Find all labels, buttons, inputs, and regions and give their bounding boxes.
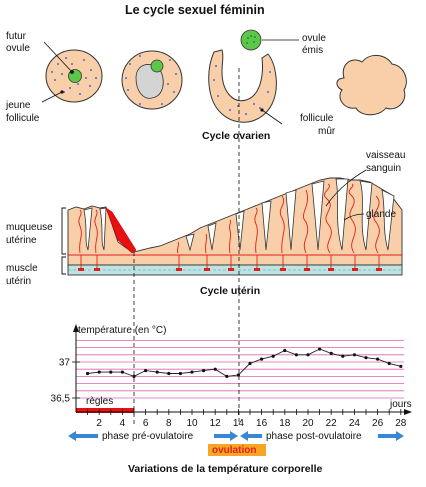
chart-y-ticks: 36,5 37 <box>51 358 80 405</box>
label-follicule-mur: follicule <box>300 113 334 124</box>
y-tick-label: 36,5 <box>51 394 71 405</box>
temperature-point <box>248 361 252 366</box>
temperature-point <box>236 373 240 377</box>
temperature-point <box>202 369 206 373</box>
temperature-point <box>213 367 217 371</box>
label-vaisseau: vaisseau <box>366 150 406 161</box>
chart-caption: Variations de la température corporelle <box>128 463 323 475</box>
x-tick-label: 12 <box>210 418 222 429</box>
temperature-point <box>144 369 148 373</box>
menstruation-shedding <box>105 207 137 254</box>
temperature-point <box>376 357 380 361</box>
x-tick-label: 16 <box>256 418 268 429</box>
chart-ylabel: température (en °C) <box>78 325 167 336</box>
temperature-point <box>178 371 182 376</box>
regles-label: règles <box>86 396 114 407</box>
emitted-ovum <box>240 29 262 51</box>
label-uterin: utérin <box>6 276 32 287</box>
temperature-point <box>109 370 113 374</box>
x-tick-label: 2 <box>96 418 102 429</box>
uterine-caption: Cycle utérin <box>200 285 261 297</box>
temperature-point <box>387 361 391 366</box>
label-muqueuse: muqueuse <box>6 222 53 233</box>
phase-guides <box>133 68 240 425</box>
label-jeune: jeune <box>6 100 31 111</box>
x-tick-label: 22 <box>326 418 338 429</box>
label-emis: émis <box>302 45 324 56</box>
temperature-point <box>120 370 124 374</box>
ovarian-cycle <box>41 29 407 125</box>
label-follicule: follicule <box>6 113 40 124</box>
x-tick-label: 4 <box>120 418 126 429</box>
temperature-point <box>341 354 345 358</box>
x-tick-label: 20 <box>302 418 314 429</box>
x-tick-label: 24 <box>349 418 361 429</box>
ovum <box>150 59 164 73</box>
label-sanguin: sanguin <box>366 163 402 174</box>
x-tick-label: 10 <box>186 418 198 429</box>
ovulation-box <box>208 444 266 456</box>
temperature-point <box>167 371 171 376</box>
temperature-point <box>306 353 310 357</box>
temperature-point <box>283 348 287 353</box>
temperature-points <box>86 347 403 378</box>
regles-bar <box>76 408 134 413</box>
page-title: Le cycle sexuel féminin <box>125 3 265 17</box>
ovarian-caption: Cycle ovarien <box>202 130 271 142</box>
temperature-point <box>97 370 101 374</box>
chart-grid <box>76 339 404 399</box>
temperature-point <box>190 370 194 374</box>
uterine-cycle <box>61 169 403 276</box>
x-tick-label: 8 <box>166 418 172 429</box>
x-tick-label: 18 <box>279 418 291 429</box>
phase-pre-label: phase pré-ovulatoire <box>102 431 194 442</box>
temperature-point <box>271 354 275 358</box>
label-glande: glande <box>366 209 397 220</box>
temperature-point <box>225 374 229 378</box>
chart-xlabel: jours <box>390 399 412 410</box>
young-follicle <box>45 49 103 103</box>
phase-arrows <box>68 431 404 441</box>
phase-post-label: phase post-ovulatoire <box>266 431 362 442</box>
temperature-point <box>294 353 298 357</box>
temperature-point <box>318 347 322 351</box>
temperature-point <box>260 357 264 361</box>
mature-follicle <box>208 49 277 123</box>
growing-follicle <box>121 50 183 110</box>
temperature-point <box>86 371 90 376</box>
temperature-point <box>329 351 333 355</box>
x-tick-label: 28 <box>395 418 407 429</box>
x-axis-arrow <box>404 409 412 415</box>
label-futur: futur <box>6 31 27 42</box>
temperature-point <box>132 374 136 378</box>
label-mur: mûr <box>318 126 336 137</box>
temperature-point <box>352 353 356 357</box>
x-tick-label: 26 <box>372 418 384 429</box>
label-ovule: ovule <box>6 43 30 54</box>
temperature-point <box>155 370 159 374</box>
label-ovule-emis: ovule <box>302 33 326 44</box>
temperature-point <box>364 356 368 360</box>
temperature-point <box>399 364 403 368</box>
ovulation-label: ovulation <box>212 445 257 456</box>
label-uterine: utérine <box>6 235 37 246</box>
y-tick-label: 37 <box>59 358 71 369</box>
corpus-luteum <box>336 55 407 116</box>
x-tick-label: 14 <box>233 418 245 429</box>
x-tick-label: 6 <box>143 418 149 429</box>
y-axis-arrow <box>73 324 79 332</box>
temperature-line <box>87 348 401 377</box>
label-muscle: muscle <box>6 263 38 274</box>
